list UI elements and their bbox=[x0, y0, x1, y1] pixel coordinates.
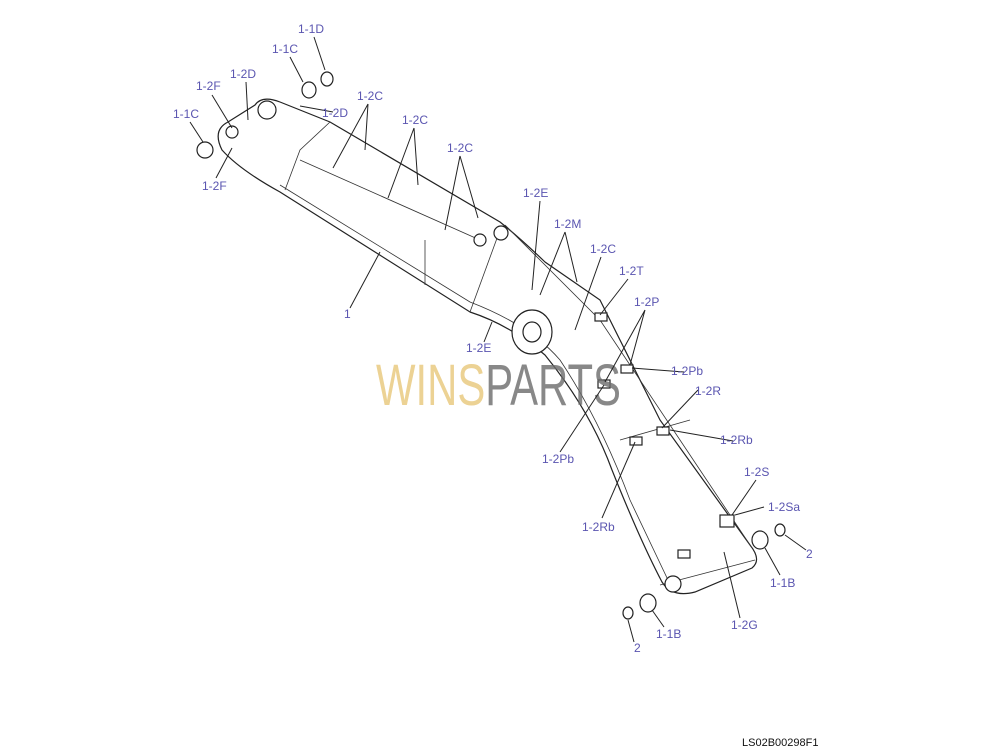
label-1-1C: 1-1C bbox=[173, 107, 199, 121]
label-1-1B: 1-1B bbox=[770, 576, 795, 590]
part-labels: 1-1D 1-1C 1-2D 1-2F 1-1C 1-2D 1-2C 1-2C … bbox=[173, 22, 813, 655]
label-1-2F: 1-2F bbox=[202, 179, 227, 193]
boom-body bbox=[196, 71, 786, 620]
label-1-2D: 1-2D bbox=[230, 67, 256, 81]
drawing-code: LS02B00298F1 bbox=[742, 737, 819, 749]
watermark-text: WINSPARTS bbox=[376, 353, 621, 418]
label-1-1B: 1-1B bbox=[656, 627, 681, 641]
label-1-2E: 1-2E bbox=[466, 341, 491, 355]
label-1-2M: 1-2M bbox=[554, 217, 581, 231]
label-1-2G: 1-2G bbox=[731, 618, 758, 632]
label-1-2Rb: 1-2Rb bbox=[720, 433, 753, 447]
label-1-2C: 1-2C bbox=[402, 113, 428, 127]
label-1-2Rb: 1-2Rb bbox=[582, 520, 615, 534]
label-2: 2 bbox=[634, 641, 641, 655]
watermark: WINSPARTS bbox=[376, 353, 621, 418]
label-2: 2 bbox=[806, 547, 813, 561]
label-1-2R: 1-2R bbox=[695, 384, 721, 398]
label-1-2P: 1-2P bbox=[634, 295, 659, 309]
label-1-2Sa: 1-2Sa bbox=[768, 500, 800, 514]
label-1-1D: 1-1D bbox=[298, 22, 324, 36]
label-1-2E: 1-2E bbox=[523, 186, 548, 200]
label-1-2S: 1-2S bbox=[744, 465, 769, 479]
leader-lines bbox=[189, 36, 807, 643]
label-1-2C: 1-2C bbox=[357, 89, 383, 103]
label-1-2D: 1-2D bbox=[322, 106, 348, 120]
label-1-2C: 1-2C bbox=[590, 242, 616, 256]
label-1: 1 bbox=[344, 307, 351, 321]
label-1-2Pb: 1-2Pb bbox=[671, 364, 703, 378]
label-1-2F: 1-2F bbox=[196, 79, 221, 93]
label-1-2C: 1-2C bbox=[447, 141, 473, 155]
label-1-2T: 1-2T bbox=[619, 264, 644, 278]
label-1-1C: 1-1C bbox=[272, 42, 298, 56]
label-1-2Pb: 1-2Pb bbox=[542, 452, 574, 466]
